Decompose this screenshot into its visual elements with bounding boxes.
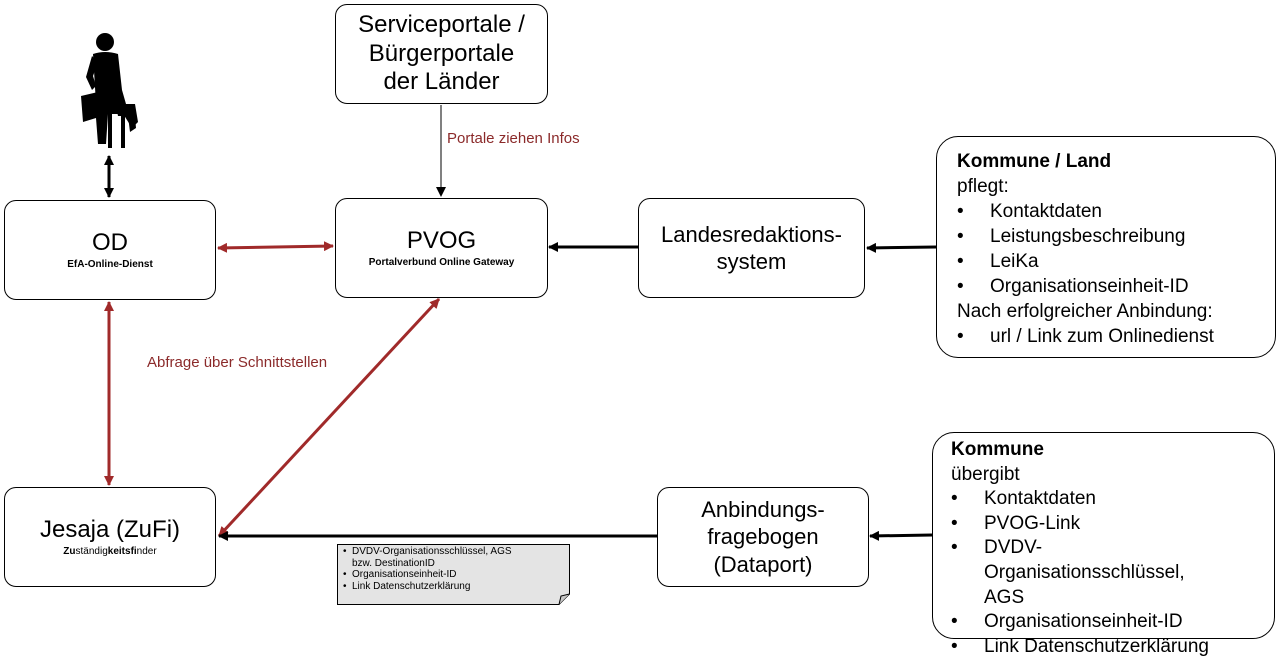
list-item: PVOG-Link (951, 512, 1259, 537)
serviceportale-box: Serviceportale / Bürgerportale der Lände… (335, 4, 548, 104)
pvog-box: PVOG Portalverbund Online Gateway (335, 198, 548, 298)
kommune-land-after: Nach erfolgreicher Anbindung: (957, 301, 1213, 322)
pvog-title: PVOG (406, 227, 477, 255)
list-item: Organisationseinheit-ID (957, 274, 1255, 299)
landesredaktion-line-1: Landesredaktions- (660, 221, 842, 247)
list-item: Leistungsbeschreibung (957, 224, 1255, 249)
list-item: Kontaktdaten (951, 487, 1259, 512)
anbindung-line-2: fragebogen (707, 524, 819, 550)
kommune-intro: übergibt (951, 463, 1020, 485)
serviceportale-line-1: Serviceportale / (358, 10, 525, 38)
landesredaktion-box: Landesredaktions- system (638, 198, 865, 298)
list-item: Organisationseinheit-ID (951, 610, 1259, 635)
kommune-land-box: Kommune / Land pflegt: Kontaktdaten Leis… (936, 136, 1276, 358)
jesaja-box: Jesaja (ZuFi) Zuständigkeitsfinder (4, 487, 216, 587)
kommune-heading: Kommune (951, 439, 1044, 460)
list-item: Link Datenschutzerklärung (951, 635, 1259, 659)
kommune-land-list: Kontaktdaten Leistungsbeschreibung LeiKa… (957, 199, 1255, 299)
arrow-kommune-land-landesredaktion (866, 242, 937, 253)
list-item: LeiKa (957, 249, 1255, 274)
jesaja-title: Jesaja (ZuFi) (39, 516, 181, 544)
label-portale-ziehen: Portale ziehen Infos (447, 130, 580, 147)
anbindung-box: Anbindungs- fragebogen (Dataport) (657, 487, 869, 587)
kommune-land-heading: Kommune / Land (957, 151, 1112, 172)
jesaja-sub-part4: fi (130, 545, 137, 557)
seated-person-icon (81, 33, 138, 148)
list-item: Kontaktdaten (957, 199, 1255, 224)
od-title: OD (92, 229, 128, 257)
list-item: DVDV-Organisationsschlüssel, AGS (340, 546, 512, 558)
list-item: url / Link zum Onlinedienst (957, 324, 1255, 349)
landesredaktion-line-2: system (716, 249, 787, 274)
kommune-list: Kontaktdaten PVOG-Link DVDV-Organisation… (951, 487, 1259, 659)
od-subtitle: EfA-Online-Dienst (67, 258, 153, 270)
note-list: DVDV-Organisationsschlüssel, AGS bzw. De… (340, 546, 512, 592)
anbindung-line-3: (Dataport) (713, 551, 813, 577)
list-item: Organisationseinheit-ID (340, 569, 512, 581)
serviceportale-line-3: der Länder (383, 68, 500, 96)
jesaja-sub-part1: Zu (63, 545, 76, 557)
jesaja-subtitle: Zuständigkeitsfinder (63, 545, 156, 558)
arrow-pvog-jesaja (217, 297, 441, 538)
jesaja-sub-part2: ständig (75, 545, 108, 557)
arrow-kommune-anbindung (869, 530, 933, 541)
arrow-od-pvog (217, 241, 334, 253)
label-abfrage: Abfrage über Schnittstellen (147, 354, 328, 371)
kommune-box: Kommune übergibt Kontaktdaten PVOG-Link … (932, 432, 1275, 659)
note-document: DVDV-Organisationsschlüssel, AGS bzw. De… (337, 544, 570, 605)
pvog-subtitle: Portalverbund Online Gateway (368, 256, 515, 268)
connectors (104, 105, 937, 541)
serviceportale-line-2: Bürgerportale (368, 39, 515, 67)
kommune-land-list-2: url / Link zum Onlinedienst (957, 324, 1255, 349)
list-item: Link Datenschutzerklärung (340, 581, 512, 593)
kommune-land-intro: pflegt: (957, 176, 1009, 197)
anbindung-line-1: Anbindungs- (701, 496, 825, 522)
jesaja-sub-part3: keits (107, 545, 131, 557)
od-box: OD EfA-Online-Dienst (4, 200, 216, 300)
jesaja-sub-part5: nder (136, 545, 157, 557)
list-item: bzw. DestinationID (352, 557, 435, 569)
list-item: DVDV-Organisationsschlüssel, AGS (951, 536, 1224, 610)
